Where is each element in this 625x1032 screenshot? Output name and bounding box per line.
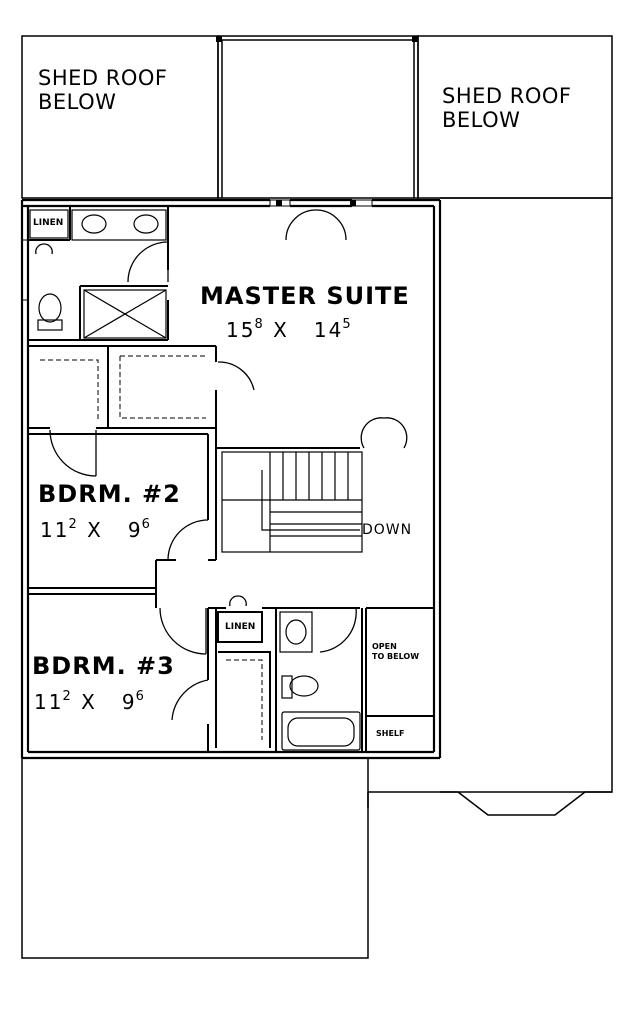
bdrm3-width-in: 2 (62, 689, 73, 704)
shed-roof-right-label: SHED ROOF BELOW (442, 84, 571, 132)
shed-roof-left-line1: SHED ROOF (38, 66, 168, 90)
lower-roof-right-outline (440, 197, 613, 816)
open-to-below-label: OPEN TO BELOW (372, 642, 419, 661)
bdrm3-dimensions: 112 X 96 (34, 690, 146, 712)
bdrm3-by: X (81, 690, 97, 714)
shed-roof-left-label: SHED ROOF BELOW (38, 66, 167, 114)
bdrm2-depth-in: 6 (141, 517, 152, 532)
master-depth-in: 5 (342, 317, 353, 332)
deck-outline (217, 35, 419, 199)
shelf-label: SHELF (376, 729, 405, 738)
master-depth-ft: 14 (313, 318, 344, 342)
master-suite-name: MASTER SUITE (200, 282, 410, 310)
shed-roof-right-line1: SHED ROOF (442, 84, 572, 108)
shed-roof-left-outline (21, 35, 219, 199)
master-linen-label: LINEN (33, 218, 64, 228)
hall-linen-label: LINEN (225, 622, 256, 632)
bdrm2-depth-ft: 9 (127, 518, 143, 542)
shed-roof-right-line2: BELOW (442, 108, 521, 133)
lower-roof-bottom-outline (21, 757, 369, 959)
bdrm3-width-ft: 11 (34, 690, 64, 714)
master-by: X (273, 318, 289, 342)
master-suite-dimensions: 158 X 145 (226, 318, 353, 340)
open-to-below-line1: OPEN (372, 642, 397, 651)
shed-roof-left-line2: BELOW (38, 90, 117, 115)
stairs-down-label: DOWN (362, 522, 413, 538)
bdrm2-dimensions: 112 X 96 (40, 518, 152, 540)
master-width-ft: 15 (226, 318, 256, 342)
bdrm2-width-in: 2 (68, 517, 79, 532)
open-to-below-line2: TO BELOW (372, 651, 420, 661)
bdrm3-name: BDRM. #3 (32, 652, 175, 680)
master-width-in: 8 (254, 317, 265, 332)
bdrm2-width-ft: 11 (40, 518, 70, 542)
bdrm2-by: X (87, 518, 103, 542)
bdrm3-depth-in: 6 (135, 689, 146, 704)
bdrm2-name: BDRM. #2 (38, 480, 181, 508)
bdrm3-depth-ft: 9 (121, 690, 137, 714)
